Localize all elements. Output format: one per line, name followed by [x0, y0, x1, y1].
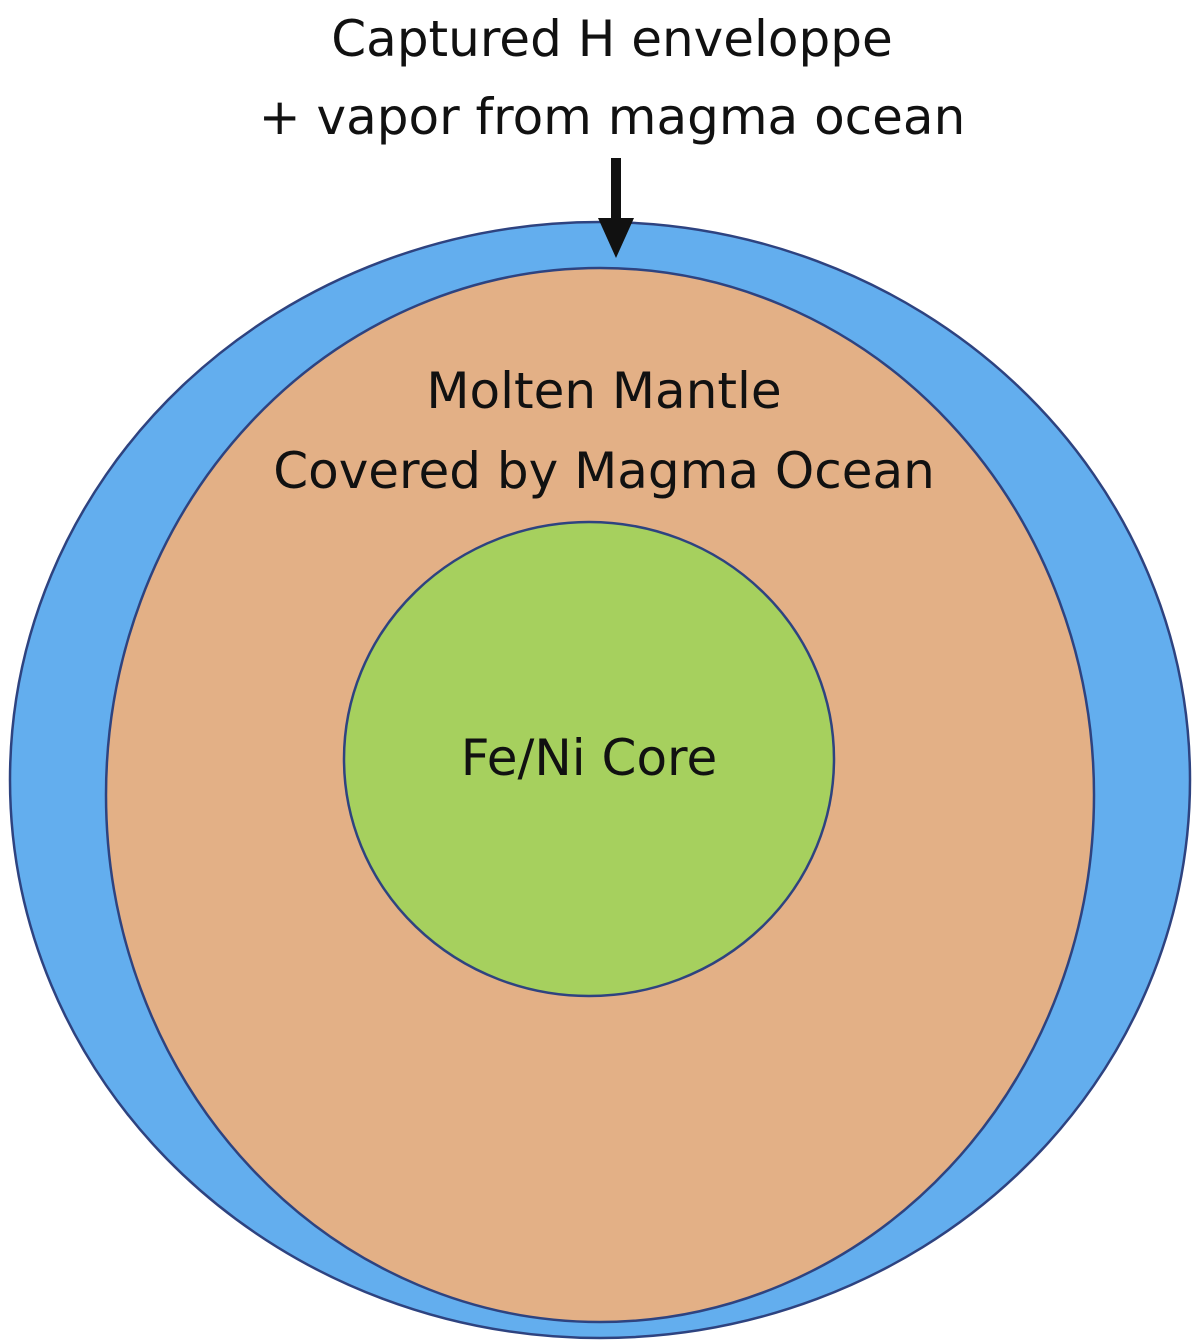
mantle-label-line1: Molten Mantle: [426, 362, 781, 420]
envelope-label-line2: + vapor from magma ocean: [259, 88, 966, 146]
core-label: Fe/Ni Core: [461, 729, 718, 787]
envelope-arrow: [598, 158, 634, 258]
envelope-label-line1: Captured H enveloppe: [331, 10, 892, 68]
mantle-label-line2: Covered by Magma Ocean: [273, 442, 935, 500]
core-layer: [342, 520, 836, 998]
